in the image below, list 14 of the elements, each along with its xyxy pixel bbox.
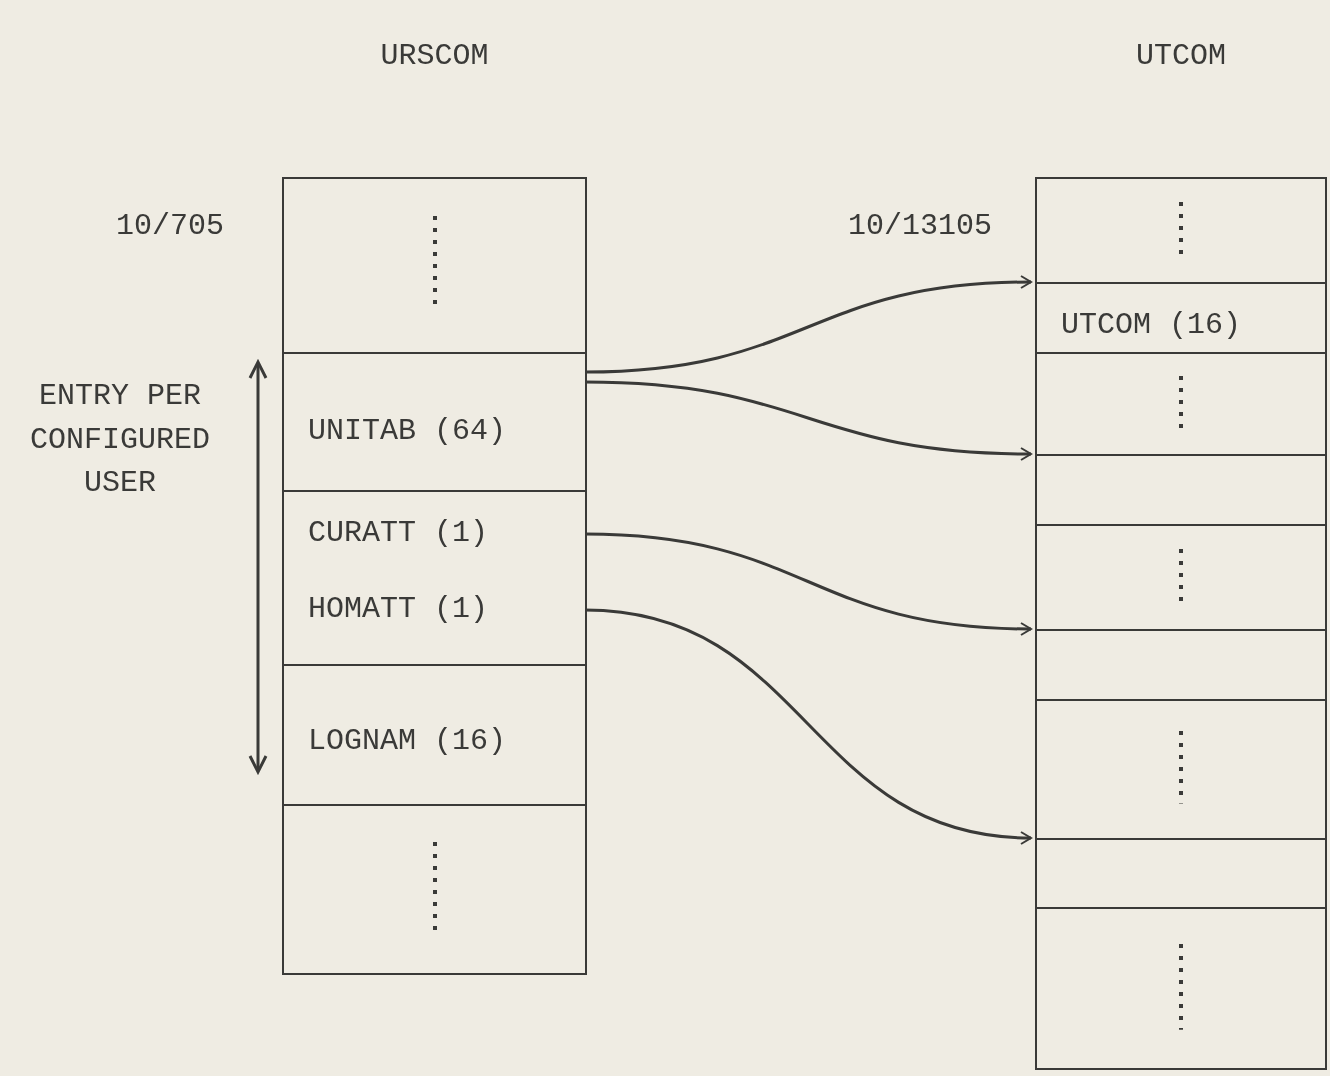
table-heading: URSCOM <box>379 39 490 73</box>
annotation-label: 10/13105 <box>847 208 993 245</box>
arrow <box>584 275 1032 374</box>
arrow <box>584 532 1032 636</box>
field-label: HOMATT (1) <box>308 592 489 626</box>
annotation-label: ENTRY PER CONFIGURED USER <box>29 378 211 502</box>
field-label: LOGNAM (16) <box>308 724 507 758</box>
field-label: UTCOM (16) <box>1061 308 1242 342</box>
table-heading: UTCOM <box>1135 39 1227 73</box>
arrow <box>584 608 1032 845</box>
arrow <box>584 380 1032 461</box>
annotation-label: 10/705 <box>115 208 225 245</box>
field-label: CURATT (1) <box>308 516 489 550</box>
field-label: UNITAB (64) <box>308 414 507 448</box>
